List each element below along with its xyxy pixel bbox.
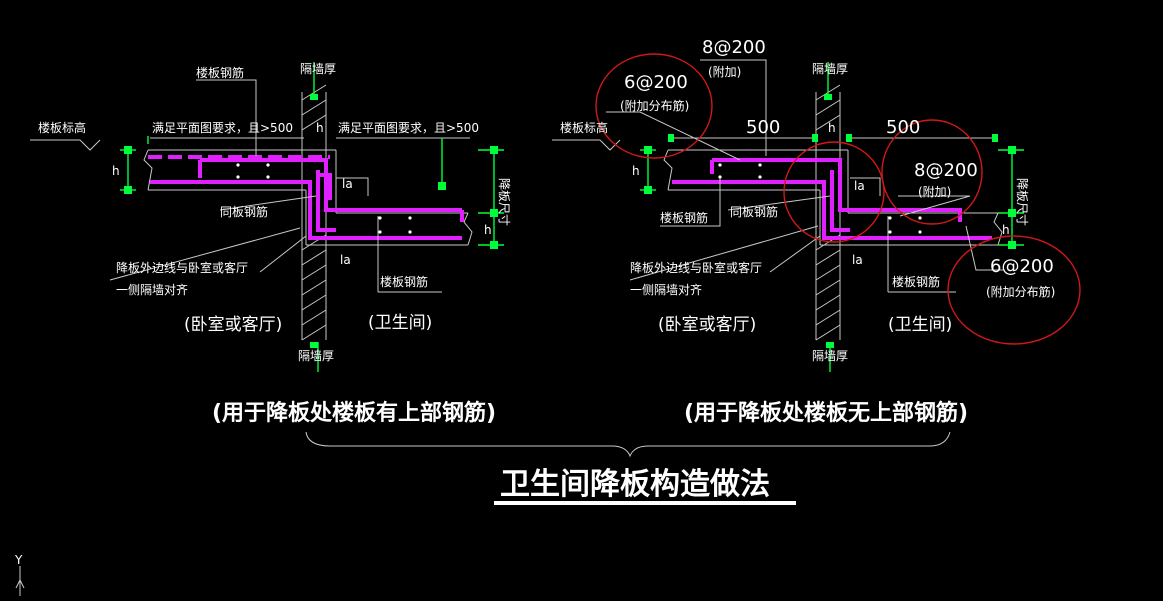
ucs-icon xyxy=(15,566,25,596)
left-dim-h-3: h xyxy=(484,223,492,237)
left-label-partition-bottom: 隔墙厚 xyxy=(298,349,334,363)
main-title: 卫生间降板构造做法 xyxy=(500,467,770,502)
right-leaders xyxy=(552,59,1004,293)
right-label-additional-dist-top: (附加分布筋) xyxy=(620,98,689,113)
right-rebar-dots xyxy=(718,163,922,234)
right-partition-wall xyxy=(815,84,841,341)
right-dim-la-2: la xyxy=(852,253,863,267)
right-label-additional-dist-bottom: (附加分布筋) xyxy=(986,284,1055,299)
right-dim-ticks xyxy=(644,94,1016,348)
left-dim-ticks xyxy=(124,94,498,348)
right-annotation-circles xyxy=(595,53,1081,345)
right-label-additional-top: (附加) xyxy=(708,65,741,79)
right-dim-la-1: la xyxy=(854,179,865,193)
left-rebar-dots xyxy=(236,163,412,234)
ucs-axis-label: Y xyxy=(14,553,23,567)
left-label-drop-size: 降板尺寸 xyxy=(497,178,511,226)
right-dim-500-left: 500 xyxy=(746,117,780,138)
right-label-same-slab-rebar: 同板钢筋 xyxy=(730,204,778,219)
left-label-room-left: (卧室或客厅) xyxy=(184,315,282,335)
right-label-slab-rebar-bottom: 楼板钢筋 xyxy=(892,274,940,289)
right-dim-500-right: 500 xyxy=(886,117,920,138)
right-dim-h-1: h xyxy=(632,164,640,178)
right-label-additional-mid: (附加) xyxy=(918,185,951,199)
right-slab-outline xyxy=(663,149,1003,246)
right-detail: 8@200 (附加) 6@200 (附加分布筋) 隔墙厚 楼板标高 500 50… xyxy=(552,37,1081,426)
left-label-edge-note-1: 降板外边线与卧室或客厅 xyxy=(116,260,248,275)
right-dim-h-2: h xyxy=(828,121,836,135)
main-title-underline xyxy=(494,501,796,505)
left-rebar xyxy=(148,155,464,240)
right-label-6at200-bottom: 6@200 xyxy=(990,256,1054,277)
right-label-floor-elevation: 楼板标高 xyxy=(560,120,608,135)
left-label-slab-rebar-bottom: 楼板钢筋 xyxy=(380,274,428,289)
right-label-8at200-top: 8@200 xyxy=(702,37,766,58)
left-label-requirement-2: 满足平面图要求，且>500 xyxy=(338,121,479,135)
right-rebar xyxy=(672,158,992,240)
left-label-partition-top: 隔墙厚 xyxy=(300,62,336,76)
right-label-partition-bottom: 隔墙厚 xyxy=(812,349,848,363)
right-caption: (用于降板处楼板无上部钢筋) xyxy=(684,400,968,426)
left-label-edge-note-2: 一侧隔墙对齐 xyxy=(116,282,188,297)
right-label-partition-top: 隔墙厚 xyxy=(812,62,848,76)
right-label-room-right: (卫生间) xyxy=(888,315,952,335)
left-dim-la-1: la xyxy=(342,177,353,191)
left-label-room-right: (卫生间) xyxy=(368,313,432,333)
grouping-brace xyxy=(305,431,951,458)
left-caption: (用于降板处楼板有上部钢筋) xyxy=(212,400,496,426)
left-dim-la-2: la xyxy=(340,253,351,267)
right-label-8at200-mid: 8@200 xyxy=(914,160,978,181)
left-label-slab-rebar-top: 楼板钢筋 xyxy=(196,65,244,80)
right-label-edge-note-1: 降板外边线与卧室或客厅 xyxy=(630,260,762,275)
right-label-edge-note-2: 一侧隔墙对齐 xyxy=(630,282,702,297)
right-label-drop-size: 降板尺寸 xyxy=(1015,178,1029,226)
left-leaders xyxy=(30,79,470,293)
left-dim-h-1: h xyxy=(112,164,120,178)
right-label-room-left: (卧室或客厅) xyxy=(658,315,756,335)
right-label-6at200-top: 6@200 xyxy=(624,72,688,93)
left-partition-wall xyxy=(301,84,327,341)
left-label-same-slab-rebar: 同板钢筋 xyxy=(220,204,268,219)
right-dim-h-3: h xyxy=(1002,223,1010,237)
left-slab-outline xyxy=(143,149,473,246)
left-label-floor-elevation: 楼板标高 xyxy=(38,120,86,135)
right-label-slab-rebar: 楼板钢筋 xyxy=(660,210,708,225)
left-label-requirement-1: 满足平面图要求，且>500 xyxy=(152,121,293,135)
left-detail: 楼板钢筋 隔墙厚 楼板标高 满足平面图要求，且>500 满足平面图要求，且>50… xyxy=(30,62,511,426)
left-dim-h-2: h xyxy=(316,121,324,135)
